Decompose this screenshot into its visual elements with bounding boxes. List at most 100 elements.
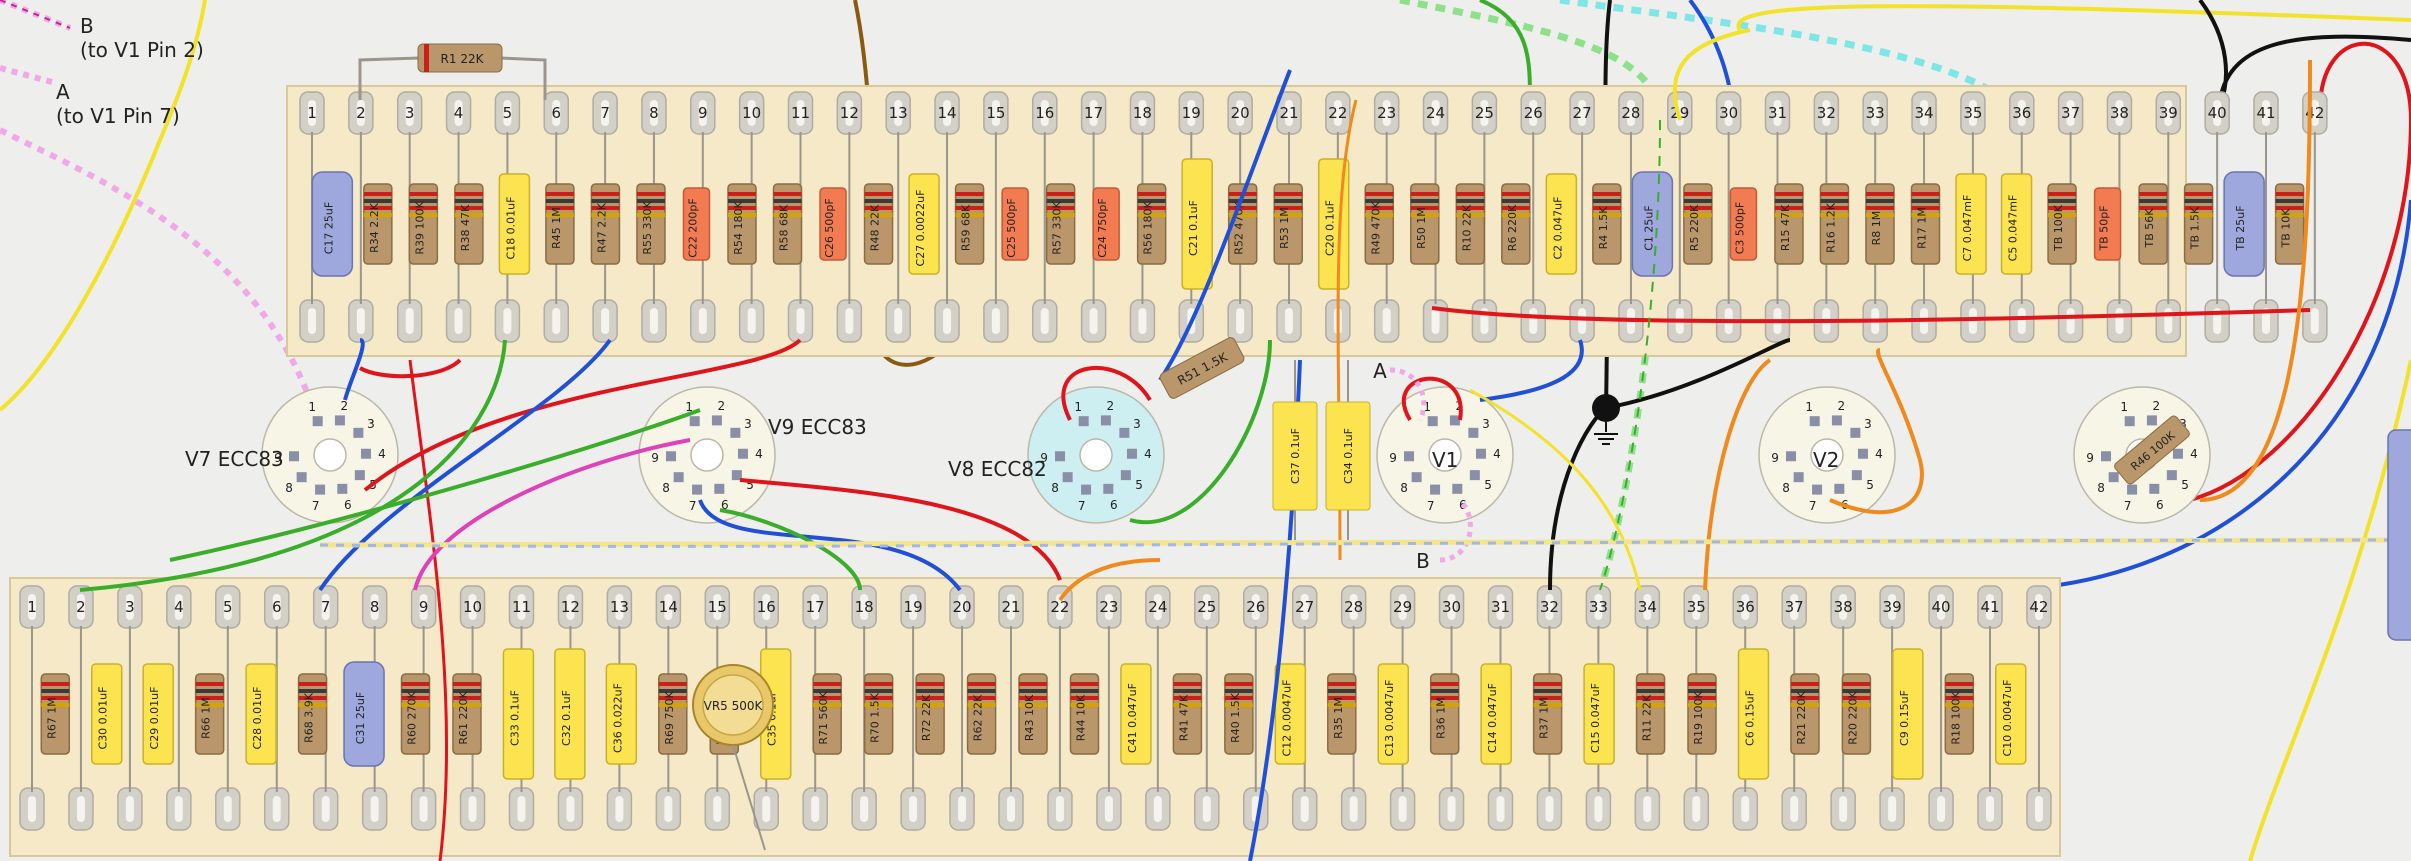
wire-black-ground bbox=[1605, 338, 1791, 410]
component-label: TB 10K bbox=[2280, 208, 2293, 249]
resistor-band bbox=[1820, 192, 1849, 196]
eyelet-hole bbox=[503, 100, 512, 126]
component-body bbox=[545, 183, 575, 265]
valve-pin bbox=[289, 451, 300, 462]
eyelet-hole bbox=[1790, 796, 1799, 822]
valve-pin bbox=[2146, 415, 2157, 426]
resistor-band bbox=[636, 192, 665, 196]
component-label: C3 500pF bbox=[1733, 202, 1746, 254]
eyelet-hole bbox=[698, 308, 707, 334]
valve-pin bbox=[1100, 415, 1111, 426]
pin-number-11: 11 bbox=[791, 104, 810, 122]
eyelet-hole bbox=[566, 594, 575, 620]
valve-label: V2 bbox=[1813, 448, 1839, 472]
resistor-band bbox=[1774, 192, 1803, 196]
eyelet-hole bbox=[419, 594, 428, 620]
pin-number-34: 34 bbox=[1638, 598, 1657, 616]
valve-pin bbox=[1834, 483, 1845, 494]
valve-pin bbox=[1126, 448, 1137, 459]
valve-pin bbox=[666, 451, 677, 462]
component-label: R47 2.2K bbox=[595, 202, 608, 253]
component-elec: C31 25uF bbox=[343, 661, 385, 767]
note-b: B (to V1 Pin 2) bbox=[80, 14, 204, 62]
eyelet-hole bbox=[321, 796, 330, 822]
valve-pin-number: 9 bbox=[1040, 451, 1048, 465]
resistor-band bbox=[1173, 703, 1202, 707]
component-cap: C27 0.0022uF bbox=[908, 173, 940, 275]
resistor-band bbox=[2184, 199, 2213, 203]
component-res: R34 2.2K bbox=[363, 183, 393, 265]
eyelet-hole bbox=[1040, 308, 1049, 334]
eyelet-hole bbox=[503, 308, 512, 334]
eyelet-hole bbox=[762, 594, 771, 620]
eyelet-hole bbox=[958, 796, 967, 822]
resistor-band bbox=[1046, 213, 1075, 217]
pin-number-32: 32 bbox=[1817, 104, 1836, 122]
valve-pin-number: 1 bbox=[1074, 400, 1082, 414]
component-label: C10 0.0047uF bbox=[2001, 680, 2014, 757]
wire-twisted-heater-2 bbox=[319, 538, 2411, 548]
pin-number-12: 12 bbox=[840, 104, 859, 122]
valve-socket: 123456789R46 100K bbox=[2073, 386, 2211, 524]
component-res: R8 1M bbox=[1865, 183, 1895, 265]
wire-blue-diag bbox=[318, 338, 612, 592]
pin-number-16: 16 bbox=[1035, 104, 1054, 122]
eyelet-hole bbox=[1888, 796, 1897, 822]
component-label: R15 47K bbox=[1779, 204, 1792, 251]
component-body bbox=[1455, 183, 1486, 265]
eyelet-hole bbox=[1888, 594, 1897, 620]
resistor-band bbox=[1046, 192, 1075, 196]
pin-number-22: 22 bbox=[1050, 598, 1069, 616]
eyelet-hole bbox=[649, 100, 658, 126]
component-res: R16 1.2K bbox=[1819, 183, 1850, 265]
pin-number-18: 18 bbox=[855, 598, 874, 616]
component-label: C24 750pF bbox=[1096, 198, 1109, 257]
eyelet-hole bbox=[2017, 308, 2026, 334]
resistor-band bbox=[1274, 213, 1303, 217]
component-label: R68 3.9K bbox=[303, 692, 316, 743]
eyelet-hole bbox=[1594, 796, 1603, 822]
capacitor-label: C37 0.1uF bbox=[1289, 428, 1302, 484]
resistor-band bbox=[864, 696, 893, 700]
component-label: C21 0.1uF bbox=[1187, 200, 1200, 256]
resistor-band bbox=[1224, 682, 1253, 686]
resistor-band bbox=[1820, 206, 1849, 210]
valve-pin bbox=[1119, 427, 1130, 438]
eyelet-hole bbox=[1839, 594, 1848, 620]
pin-number-5: 5 bbox=[223, 598, 233, 616]
pin-number-24: 24 bbox=[1148, 598, 1167, 616]
component-body bbox=[1955, 173, 1987, 275]
component-res: R61 220K bbox=[452, 673, 482, 755]
resistor-band bbox=[916, 696, 945, 700]
eyelet-hole bbox=[698, 100, 707, 126]
valve-pin-number: 1 bbox=[685, 400, 693, 414]
component-label: C2 0.047uF bbox=[1551, 197, 1564, 260]
note-a: A (to V1 Pin 7) bbox=[56, 80, 180, 128]
resistor-band bbox=[1533, 682, 1562, 686]
eyelet-hole bbox=[1333, 100, 1342, 126]
resistor-band bbox=[452, 682, 481, 686]
resistor-band bbox=[658, 689, 687, 693]
pin-number-5: 5 bbox=[503, 104, 513, 122]
component-res: R53 1M bbox=[1273, 183, 1303, 265]
resistor-band bbox=[1327, 682, 1356, 686]
eyelet-hole bbox=[2017, 100, 2026, 126]
component-body bbox=[90, 663, 123, 765]
component-res: R21 220K bbox=[1790, 673, 1820, 755]
valve-pin bbox=[1430, 484, 1441, 495]
wire-red-right bbox=[2189, 41, 2411, 502]
eyelet-hole bbox=[943, 308, 952, 334]
wire-yellow-right bbox=[2248, 359, 2411, 861]
valve-pin-number: 7 bbox=[689, 499, 697, 513]
resistor-band bbox=[727, 213, 756, 217]
resistor-band bbox=[916, 689, 945, 693]
eyelet-hole bbox=[1236, 100, 1245, 126]
valve-pin bbox=[1831, 415, 1842, 426]
eyelet-hole bbox=[454, 308, 463, 334]
valve-pin bbox=[354, 470, 365, 481]
wire-orange-v2 bbox=[1829, 348, 1924, 515]
